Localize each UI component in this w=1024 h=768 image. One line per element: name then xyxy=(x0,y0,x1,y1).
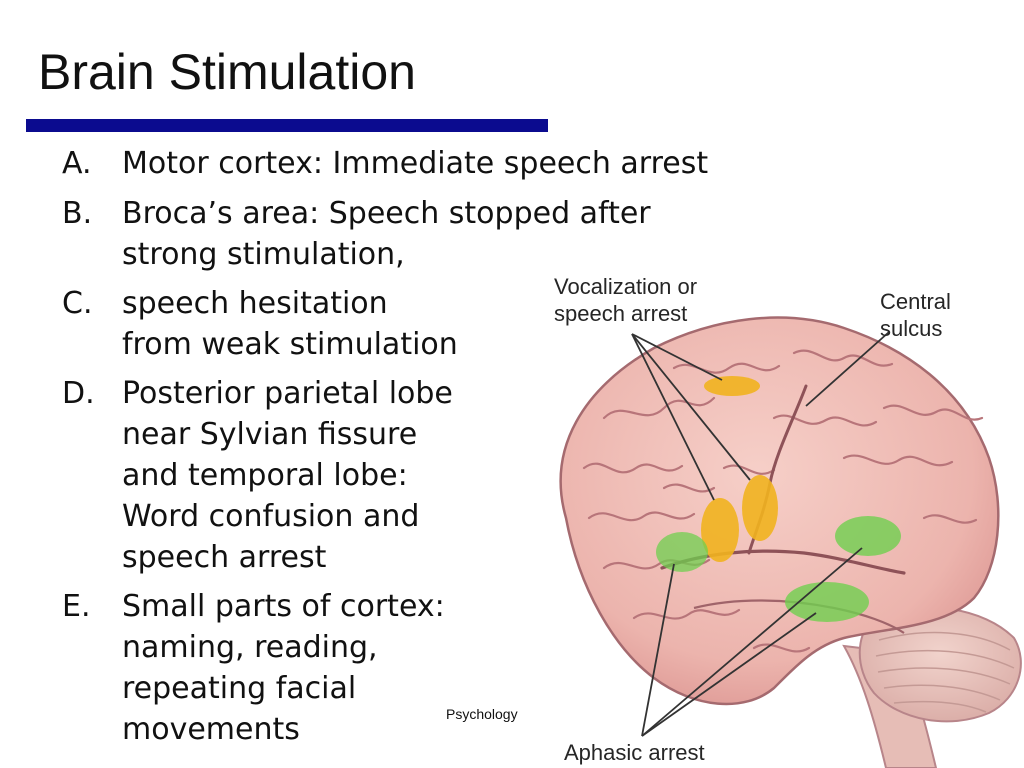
bullet-line: Broca’s area: Speech stopped after xyxy=(122,196,651,231)
bullet-line: from weak stimulation xyxy=(122,327,458,362)
title-underline xyxy=(26,119,548,132)
bullet-marker: C. xyxy=(62,286,93,321)
slide-title: Brain Stimulation xyxy=(38,44,416,100)
cerebellum-folia xyxy=(875,631,1015,713)
aphasic-regions xyxy=(656,516,901,622)
bullet-line: Word confusion and xyxy=(122,499,420,534)
bullet-line: Posterior parietal lobe xyxy=(122,376,453,411)
callout-vocalization: Vocalization or speech arrest xyxy=(554,273,697,327)
bullet-marker: E. xyxy=(62,589,91,624)
bullet-line: repeating facial xyxy=(122,671,357,706)
bullet-line: Motor cortex: Immediate speech arrest xyxy=(122,146,709,181)
brocas-area-region xyxy=(701,498,739,562)
parietal-aphasic-region xyxy=(835,516,901,556)
vocalization-regions xyxy=(701,376,778,562)
callout-line: Aphasic arrest xyxy=(564,740,705,765)
gyri xyxy=(582,349,984,653)
bullet-line: near Sylvian fissure xyxy=(122,417,418,452)
bullet-line: movements xyxy=(122,712,300,747)
bullet-line: Small parts of cortex: xyxy=(122,589,445,624)
callout-line: Vocalization or xyxy=(554,274,698,299)
bullet-line: and temporal lobe: xyxy=(122,458,408,493)
leader-lines xyxy=(631,331,890,737)
bullet-marker: A. xyxy=(62,146,92,181)
brain-figure: Vocalization or speech arrest Central su… xyxy=(544,268,1024,768)
bullet-line: speech arrest xyxy=(122,540,327,575)
callout-line: sulcus xyxy=(880,316,943,341)
frontal-aphasic-region xyxy=(656,532,708,572)
temporal-aphasic-region xyxy=(785,582,869,622)
bullet-marker: D. xyxy=(62,376,95,411)
brain-illustration xyxy=(559,316,1022,768)
supplementary-region xyxy=(742,475,778,541)
callout-line: Central xyxy=(880,289,951,314)
callout-line: speech arrest xyxy=(554,301,688,326)
bullet-marker: B. xyxy=(62,196,93,231)
callout-aphasic: Aphasic arrest xyxy=(564,739,705,766)
bullet-line: speech hesitation xyxy=(122,286,388,321)
bullet-line: strong stimulation, xyxy=(122,237,405,272)
footer-label: Psychology xyxy=(446,706,518,722)
bullet-line: naming, reading, xyxy=(122,630,378,665)
motor-cortex-region xyxy=(704,376,760,396)
callout-central-sulcus: Central sulcus xyxy=(880,288,951,342)
